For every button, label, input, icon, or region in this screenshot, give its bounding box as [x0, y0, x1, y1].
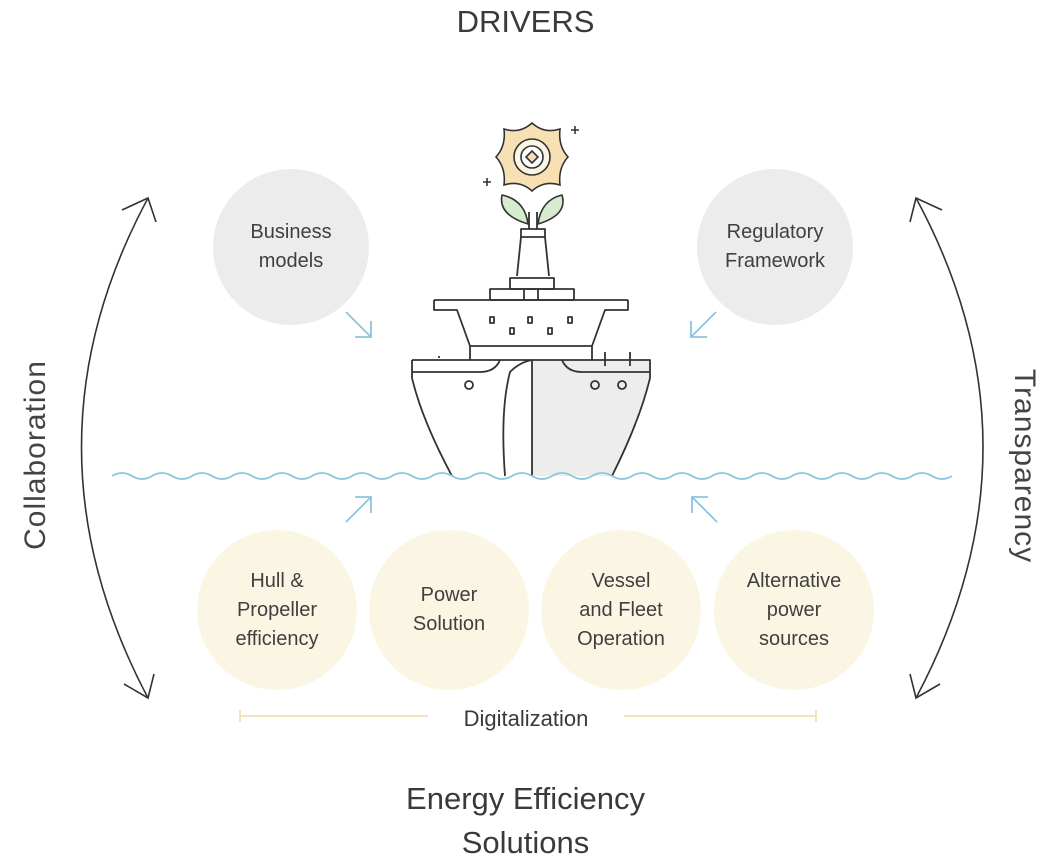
solution-label: Power Solution [412, 584, 486, 635]
solution-label: Vessel and Fleet Operation [577, 569, 665, 650]
arrow-down-left-icon [690, 311, 717, 338]
leaf-icon [500, 194, 564, 225]
driver-label: Regulatory Framework [724, 221, 825, 272]
solution-vessel-fleet-operation: Vessel and Fleet Operation [541, 530, 701, 690]
solution-label: Hull & Propeller efficiency [235, 569, 319, 650]
transparency-label: Transparency [1008, 368, 1041, 564]
arrow-down-right-icon [345, 311, 372, 338]
solution-hull-propeller: Hull & Propeller efficiency [197, 530, 357, 690]
solution-alternative-power: Alternative power sources [714, 530, 874, 690]
energy-efficiency-title: Energy Efficiency Solutions [0, 777, 1051, 865]
solution-label: Alternative power sources [746, 569, 842, 650]
driver-business-models: Business models [213, 169, 369, 325]
driver-regulatory-framework: Regulatory Framework [697, 169, 853, 325]
title-line-1: Energy Efficiency [406, 781, 645, 816]
solution-power-solution: Power Solution [369, 530, 529, 690]
title-line-2: Solutions [461, 825, 590, 860]
collaboration-label: Collaboration [19, 360, 52, 550]
flower-icon [483, 121, 579, 193]
drivers-title: DRIVERS [456, 4, 595, 39]
driver-label: Business models [250, 221, 332, 272]
arrow-up-left-icon [691, 496, 718, 523]
right-curved-arrow [909, 196, 984, 700]
ship-icon [411, 212, 651, 477]
digitalization-label: Digitalization [463, 706, 589, 731]
arrow-up-right-icon [345, 496, 372, 523]
digitalization-line [239, 710, 817, 722]
left-curved-arrow [80, 196, 157, 700]
water-line [111, 472, 953, 480]
